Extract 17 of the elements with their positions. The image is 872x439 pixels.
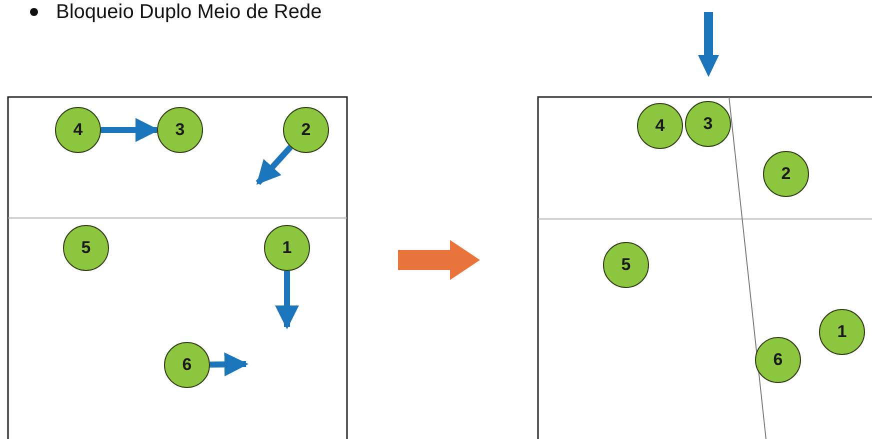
player-marker: 1 [819,309,865,355]
arrow [210,352,248,376]
arrow [275,271,299,330]
player-marker: 3 [685,101,731,147]
player-marker: 3 [157,107,203,153]
player-marker: 5 [63,225,109,271]
player-marker: 6 [755,337,801,383]
arrow [101,118,160,142]
player-marker: 6 [164,342,210,388]
arrow [256,145,293,186]
title: Bloqueio Duplo Meio de Rede [56,0,322,24]
player-marker: 2 [283,107,329,153]
player-marker: 4 [637,103,683,149]
player-marker: 5 [603,242,649,288]
player-marker: 1 [264,225,310,271]
player-marker: 4 [55,107,101,153]
player-marker: 2 [763,151,809,197]
